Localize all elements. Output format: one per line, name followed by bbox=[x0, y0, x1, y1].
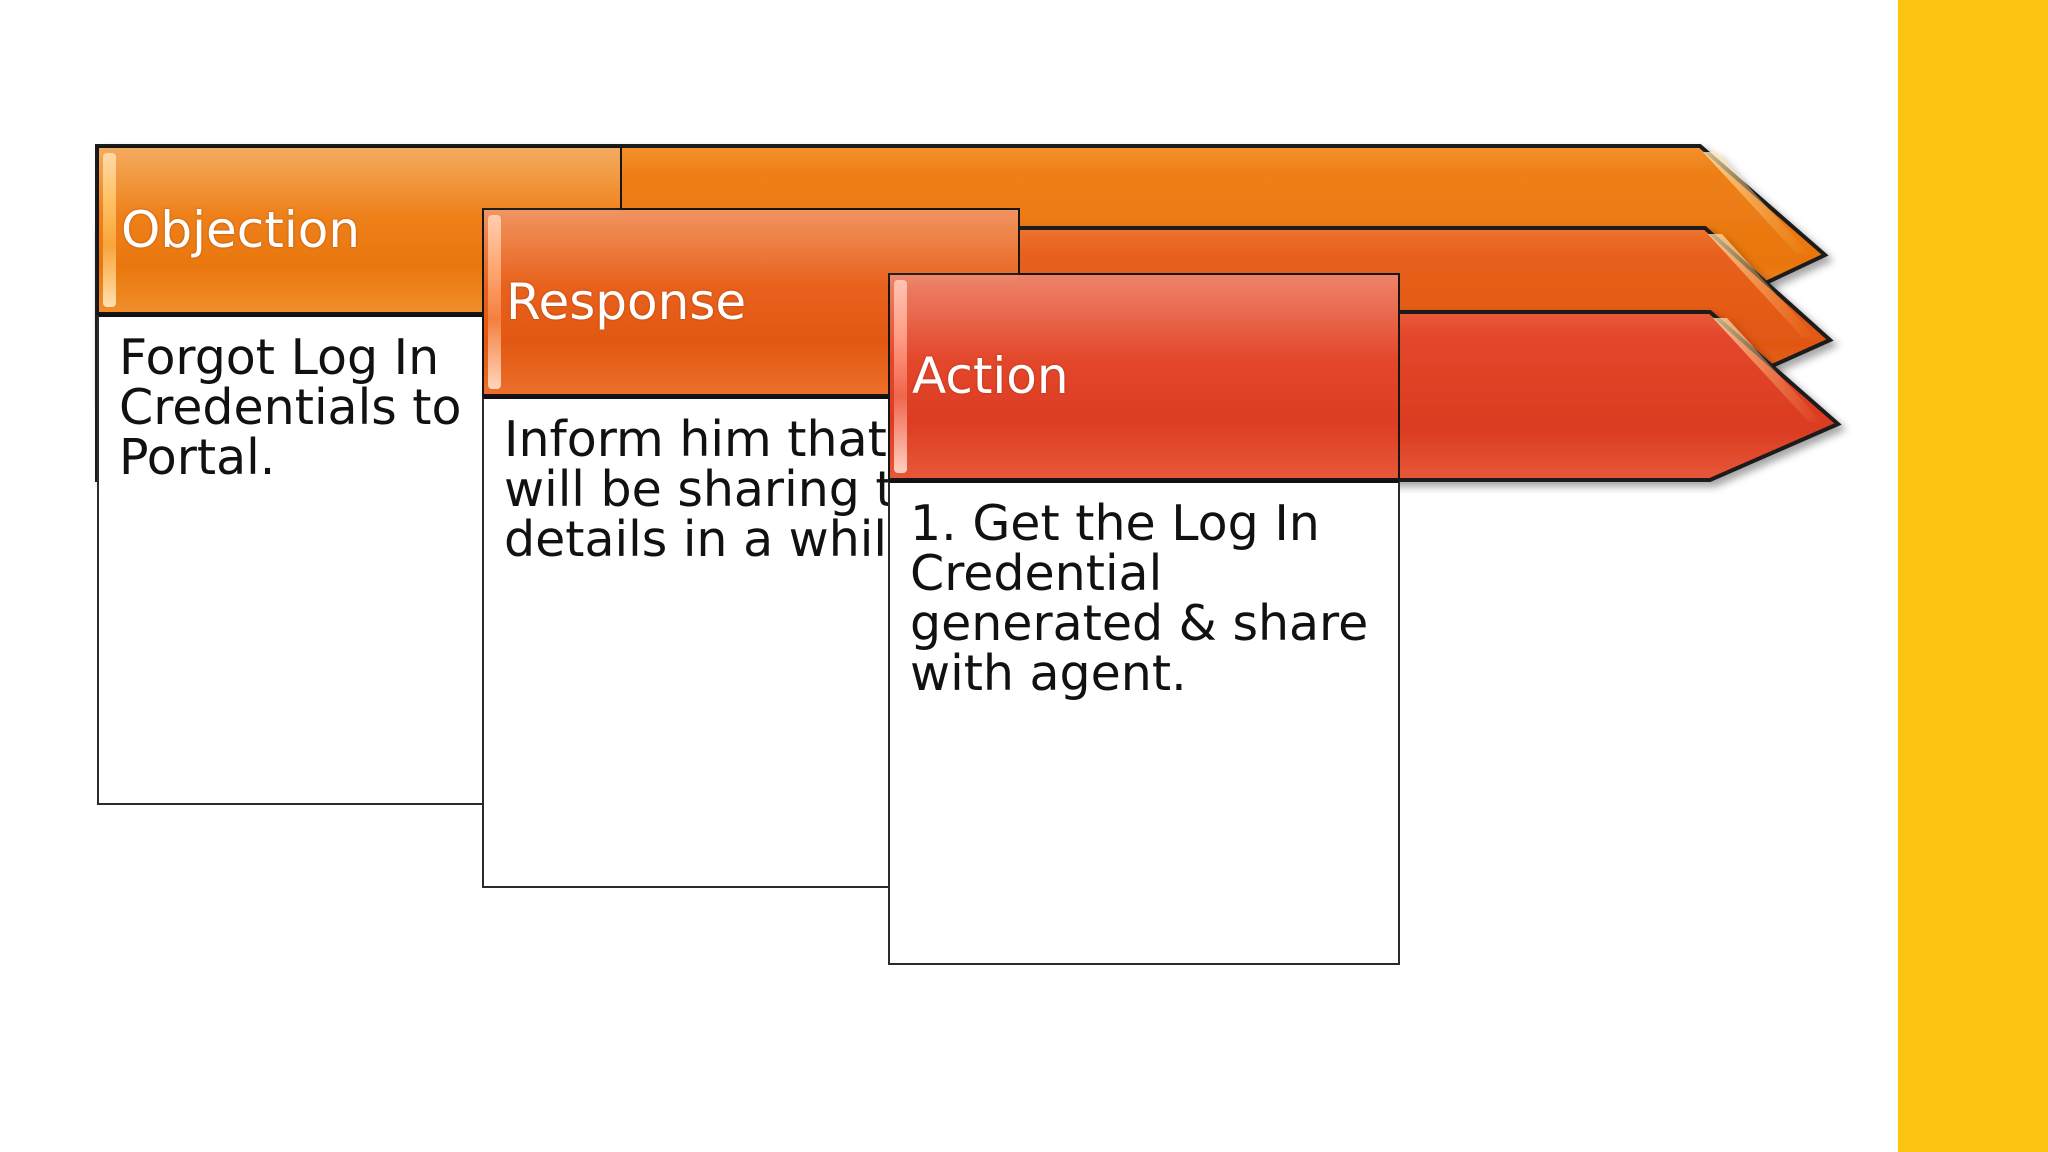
header-bevel-highlight bbox=[894, 280, 907, 473]
header-bevel-highlight bbox=[488, 215, 501, 389]
stage-action-header[interactable]: Action bbox=[888, 273, 1400, 480]
header-sheen bbox=[484, 210, 1018, 288]
stage-response-title: Response bbox=[506, 272, 747, 331]
header-bevel-highlight bbox=[103, 153, 116, 307]
accent-band bbox=[1898, 0, 2048, 1152]
stage-response-header[interactable]: Response bbox=[482, 208, 1020, 396]
header-sheen bbox=[890, 275, 1398, 361]
header-sheen bbox=[99, 148, 620, 217]
stage-action-body: 1. Get the Log In Credential generated &… bbox=[888, 480, 1400, 965]
stage-action: Action 1. Get the Log In Credential gene… bbox=[888, 273, 1400, 965]
stage-action-title: Action bbox=[912, 347, 1069, 406]
stage-objection-title: Objection bbox=[121, 200, 361, 259]
stage-action-body-text: 1. Get the Log In Credential generated &… bbox=[910, 495, 1369, 702]
stage-objection-body-text: Forgot Log In Credentials to Portal. bbox=[119, 329, 462, 486]
